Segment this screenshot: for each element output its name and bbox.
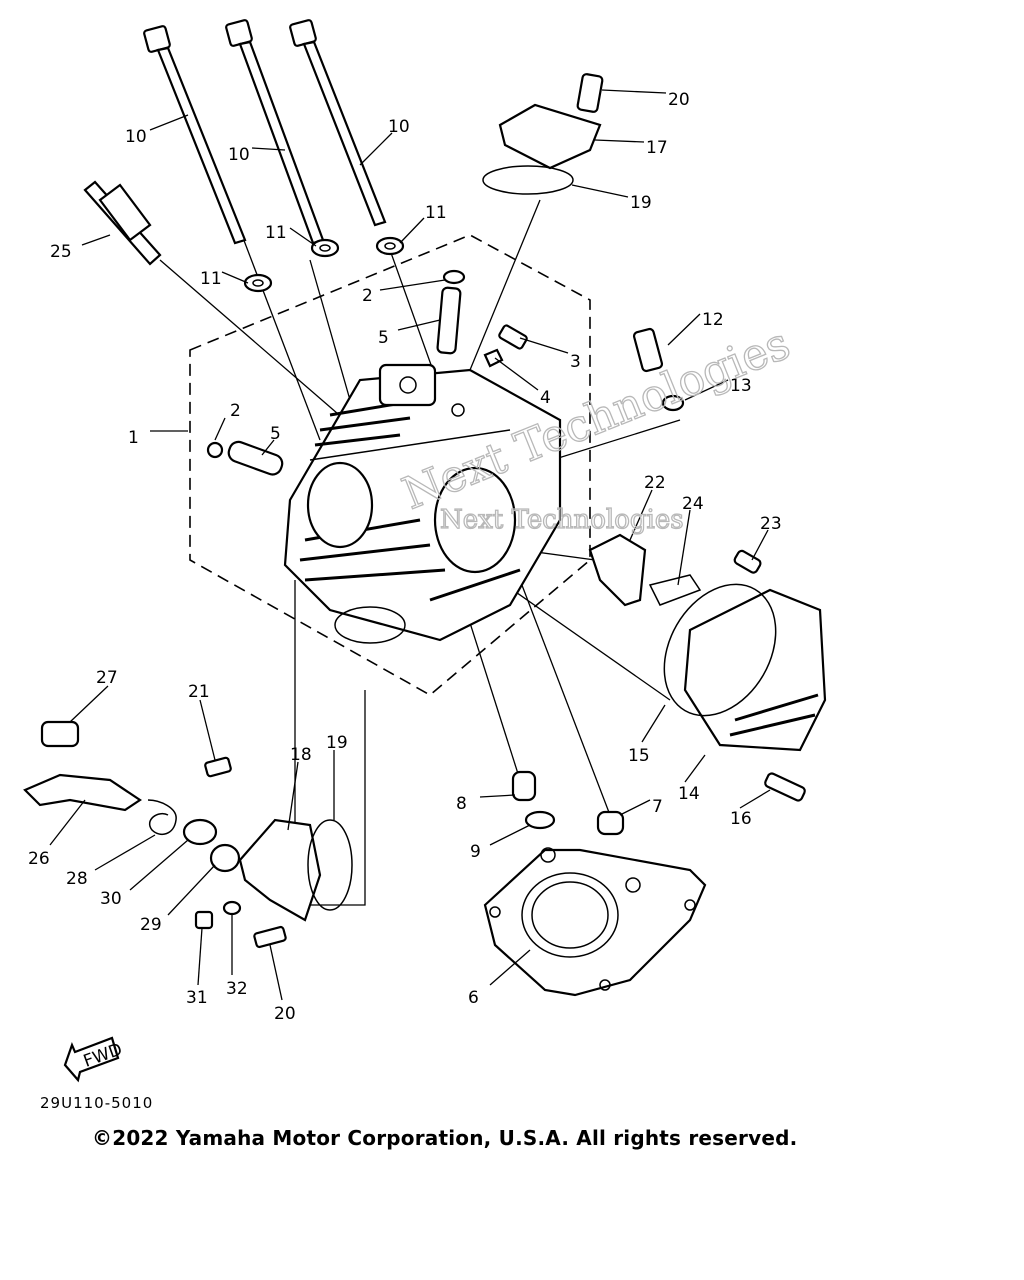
head-gasket bbox=[483, 847, 707, 997]
callout-10: 10 bbox=[228, 145, 250, 165]
callout-leader-20 bbox=[601, 89, 667, 94]
callout-26: 26 bbox=[28, 849, 50, 869]
callout-leader-2 bbox=[214, 417, 226, 441]
callout-20: 20 bbox=[274, 1004, 296, 1024]
callout-10: 10 bbox=[125, 127, 147, 147]
callout-leader-16 bbox=[739, 789, 771, 809]
callout-30: 30 bbox=[100, 889, 122, 909]
fwd-label: FWD bbox=[81, 1040, 125, 1072]
valve-guides bbox=[206, 269, 466, 476]
upper-cap-group bbox=[482, 73, 604, 195]
spark-plug bbox=[83, 180, 162, 266]
callout-leader-5 bbox=[261, 439, 275, 456]
watermark-text-small: Next Technologies bbox=[440, 505, 684, 535]
callout-19: 19 bbox=[630, 193, 652, 213]
callout-leader-12 bbox=[667, 313, 701, 346]
callout-27: 27 bbox=[96, 668, 118, 688]
copyright-notice: ©2022 Yamaha Motor Corporation, U.S.A. A… bbox=[92, 1126, 798, 1150]
callout-2: 2 bbox=[230, 401, 241, 421]
callout-leader-30 bbox=[129, 839, 189, 891]
callout-23: 23 bbox=[760, 514, 782, 534]
callout-2: 2 bbox=[362, 286, 373, 306]
callout-4: 4 bbox=[540, 388, 551, 408]
callout-leader-26 bbox=[49, 799, 86, 846]
callout-31: 31 bbox=[186, 988, 208, 1008]
callout-leader-29 bbox=[167, 864, 216, 916]
callout-leader-4 bbox=[494, 357, 539, 391]
callout-leader-31 bbox=[197, 927, 203, 986]
callout-10: 10 bbox=[388, 117, 410, 137]
callout-21: 21 bbox=[188, 682, 210, 702]
reference-code: 29U110-5010 bbox=[40, 1094, 154, 1112]
callout-leader-10 bbox=[359, 132, 393, 166]
callout-leader-17 bbox=[594, 139, 645, 143]
callout-leader-25 bbox=[81, 234, 111, 246]
cylinder-head bbox=[283, 363, 562, 644]
callout-22: 22 bbox=[644, 473, 666, 493]
callout-25: 25 bbox=[50, 242, 72, 262]
fwd-arrow-icon: FWD bbox=[63, 1036, 125, 1083]
callout-18: 18 bbox=[290, 745, 312, 765]
head-cover-group bbox=[588, 533, 827, 802]
callout-leader-8 bbox=[479, 794, 516, 798]
callout-7: 7 bbox=[652, 797, 663, 817]
callout-leader-19 bbox=[571, 184, 629, 198]
callout-labels: 1223455678910101011111112131415161718191… bbox=[28, 89, 782, 1024]
callout-leader-7 bbox=[619, 799, 651, 816]
callout-leader-22 bbox=[629, 489, 653, 541]
callout-28: 28 bbox=[66, 869, 88, 889]
callout-1: 1 bbox=[128, 428, 139, 448]
callout-6: 6 bbox=[468, 988, 479, 1008]
callout-17: 17 bbox=[646, 138, 668, 158]
head-assembly-outline bbox=[189, 234, 591, 696]
callout-3: 3 bbox=[570, 352, 581, 372]
callout-14: 14 bbox=[678, 784, 700, 804]
washers bbox=[243, 236, 405, 293]
callout-5: 5 bbox=[378, 328, 389, 348]
callout-leader-27 bbox=[69, 685, 109, 723]
callout-29: 29 bbox=[140, 915, 162, 935]
callout-leader-5 bbox=[397, 319, 441, 331]
callout-leader-20 bbox=[269, 944, 283, 1001]
callout-leader-10 bbox=[149, 114, 189, 131]
callout-leader-24 bbox=[677, 509, 691, 586]
callout-leader-9 bbox=[489, 824, 531, 846]
callout-leader-21 bbox=[199, 699, 216, 761]
callout-13: 13 bbox=[730, 376, 752, 396]
dowel-pins bbox=[511, 770, 625, 836]
callout-5: 5 bbox=[270, 424, 281, 444]
callout-leader-14 bbox=[684, 754, 706, 783]
callout-leader-11 bbox=[289, 227, 317, 247]
callout-leader-13 bbox=[684, 379, 729, 401]
callout-12: 12 bbox=[702, 310, 724, 330]
callout-15: 15 bbox=[628, 746, 650, 766]
callout-20: 20 bbox=[668, 90, 690, 110]
callout-16: 16 bbox=[730, 809, 752, 829]
callout-24: 24 bbox=[682, 494, 704, 514]
callout-19: 19 bbox=[326, 733, 348, 753]
callout-11: 11 bbox=[200, 269, 222, 289]
decompression-group bbox=[23, 720, 353, 949]
callout-9: 9 bbox=[470, 842, 481, 862]
callout-leader-10 bbox=[251, 147, 286, 151]
callout-leader-6 bbox=[489, 949, 531, 986]
callout-11: 11 bbox=[265, 223, 287, 243]
callout-8: 8 bbox=[456, 794, 467, 814]
callout-leader-2 bbox=[379, 279, 446, 291]
callout-32: 32 bbox=[226, 979, 248, 999]
callout-leader-15 bbox=[641, 704, 666, 743]
callout-11: 11 bbox=[425, 203, 447, 223]
callout-leader-23 bbox=[751, 529, 769, 561]
head-bolts bbox=[143, 19, 387, 245]
callout-leader-3 bbox=[519, 337, 569, 354]
callout-leader-18 bbox=[287, 761, 299, 831]
callout-leader-11 bbox=[399, 217, 425, 244]
callout-leader-28 bbox=[94, 834, 156, 871]
small-fasteners bbox=[483, 324, 685, 412]
callout-leader-11 bbox=[221, 271, 249, 284]
